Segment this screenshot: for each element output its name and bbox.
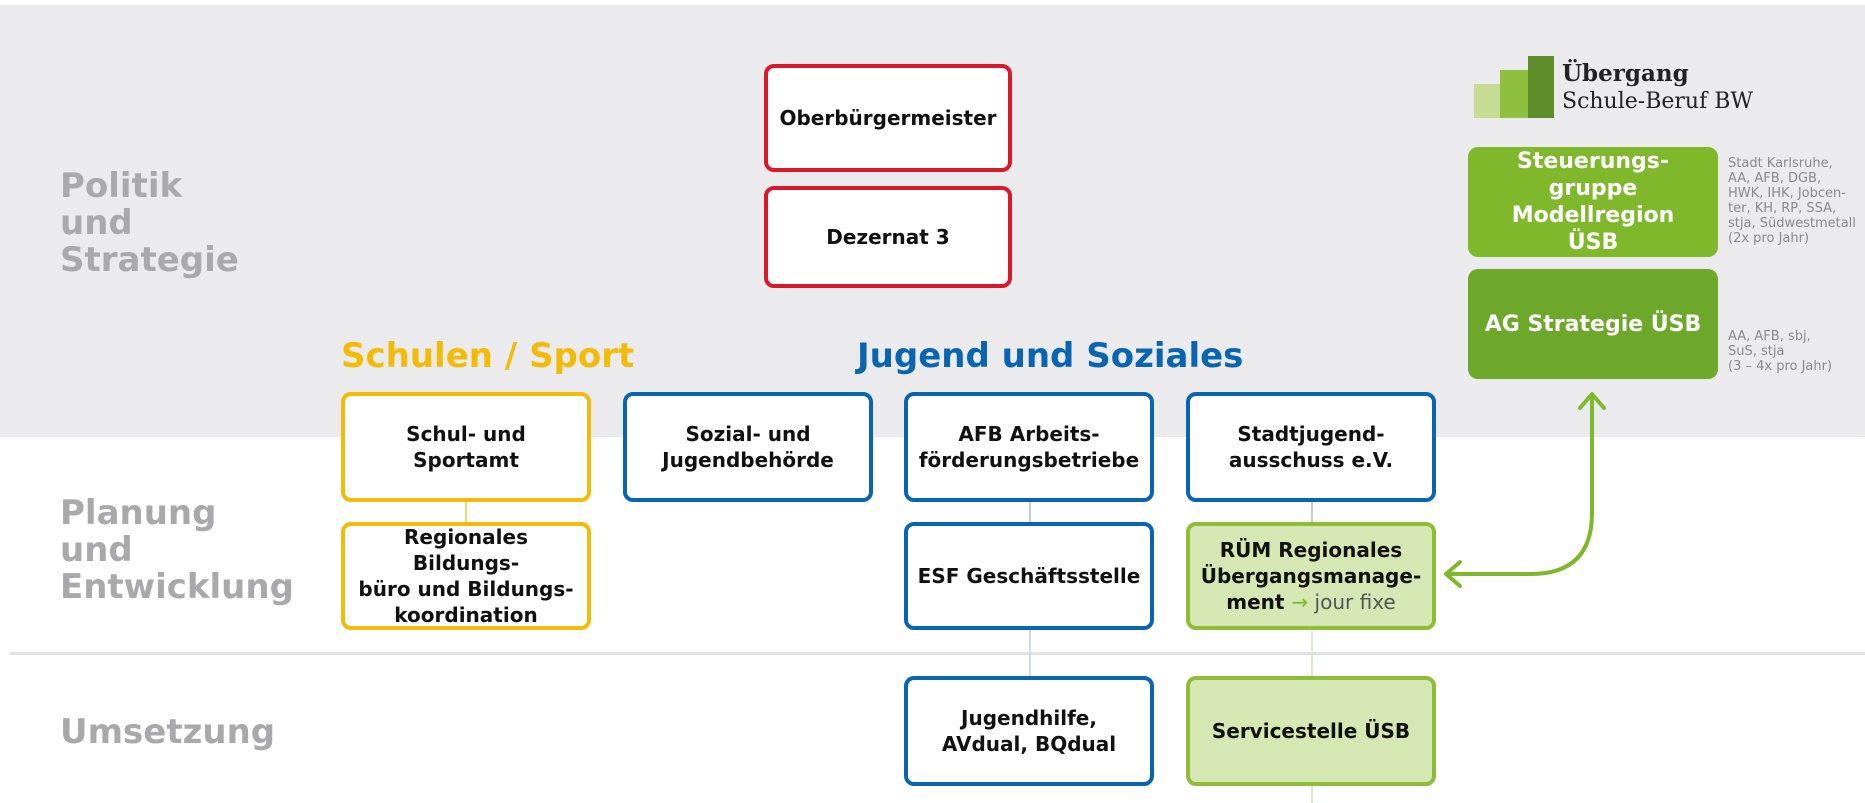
- connector-afb-esf: [1029, 500, 1031, 524]
- box-jugendhilfe: Jugendhilfe, AVdual, BQdual: [904, 676, 1154, 786]
- box-servicestelle: Servicestelle ÜSB: [1186, 676, 1436, 786]
- box-schul-sportamt: Schul- und Sportamt: [341, 392, 591, 502]
- box-afb: AFB Arbeits- förderungsbetriebe: [904, 392, 1154, 502]
- arrow-right-icon: →: [1291, 590, 1315, 614]
- connector-esf-jugendhilfe: [1029, 628, 1031, 678]
- umsetzung-divider: [10, 652, 1865, 655]
- row-label-planung: Planung und Entwicklung: [60, 493, 294, 607]
- box-bildungsbuero: Regionales Bildungs- büro und Bildungs- …: [341, 522, 591, 630]
- connector-schulamt-bildungsbuero: [465, 500, 467, 524]
- box-stadtjugendausschuss: Stadtjugend- ausschuss e.V.: [1186, 392, 1436, 502]
- note-ag-strategie: AA, AFB, sbj, SuS, stja (3 – 4x pro Jahr…: [1728, 329, 1833, 374]
- box-dezernat-3: Dezernat 3: [764, 186, 1012, 288]
- logo-bars-icon: [1474, 56, 1554, 118]
- double-arrow-icon: [1444, 392, 1606, 588]
- box-ag-strategie: AG Strategie ÜSB: [1468, 269, 1718, 379]
- note-steuerungsgruppe: Stadt Karlsruhe, AA, AFB, DGB, HWK, IHK,…: [1728, 156, 1856, 246]
- row-label-politik: Politik und Strategie: [60, 166, 239, 280]
- logo-subtitle: Schule-Beruf BW: [1562, 89, 1754, 114]
- heading-jugend-soziales: Jugend und Soziales: [857, 336, 1244, 376]
- connector-stadtjugend-ruem: [1311, 500, 1313, 524]
- box-sozial-jugendbehoerde: Sozial- und Jugendbehörde: [623, 392, 873, 502]
- ruem-label: RÜM Regionales Übergangsmanage- ment: [1200, 538, 1422, 614]
- box-oberbuergermeister: Oberbürgermeister: [764, 64, 1012, 172]
- connector-ruem-servicestelle: [1311, 628, 1313, 678]
- heading-schulen-sport: Schulen / Sport: [341, 336, 635, 376]
- box-ruem: RÜM Regionales Übergangsmanage- ment → j…: [1186, 522, 1436, 630]
- jour-fixe-label: jour fixe: [1314, 590, 1396, 614]
- logo-title: Übergang: [1562, 60, 1689, 87]
- row-label-umsetzung: Umsetzung: [60, 712, 276, 752]
- connector-servicestelle-below: [1311, 785, 1313, 803]
- box-steuerungsgruppe: Steuerungs- gruppe Modellregion ÜSB: [1468, 147, 1718, 257]
- box-esf-geschaeftsstelle: ESF Geschäftsstelle: [904, 522, 1154, 630]
